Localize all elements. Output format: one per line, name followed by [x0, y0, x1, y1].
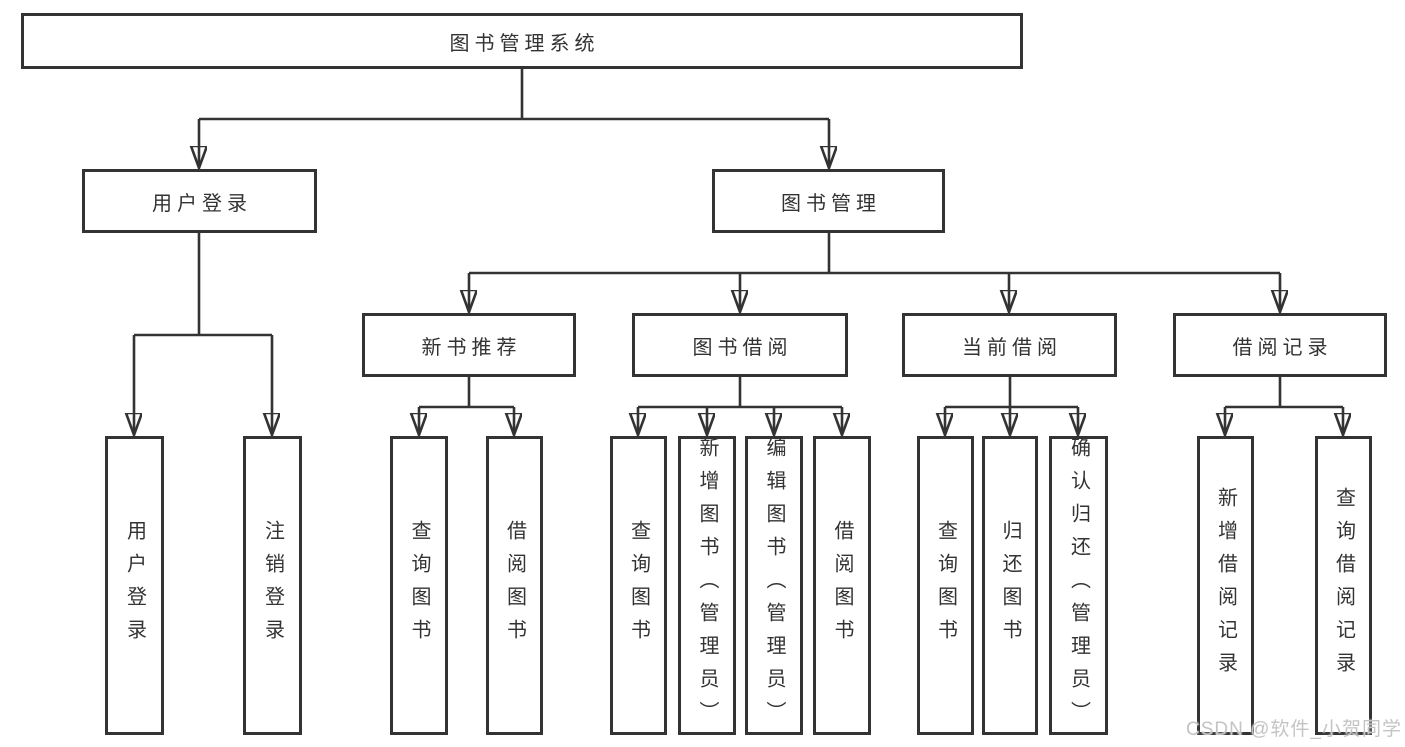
node-borrowing-records: 借阅记录: [1173, 313, 1387, 377]
leaf-confirm-return-admin: 确认归还（管理员）: [1049, 436, 1108, 735]
node-label: 编辑图书（管理员）: [763, 437, 785, 734]
node-label: 新增借阅记录: [1214, 486, 1237, 685]
node-label: 注销登录: [261, 519, 284, 652]
node-label: 用户登录: [123, 519, 146, 652]
node-label: 归还图书: [999, 519, 1021, 652]
leaf-query-books: 查询图书: [390, 436, 448, 735]
node-label: 借阅记录: [1232, 336, 1333, 359]
node-current-borrowing: 当前借阅: [902, 313, 1117, 377]
node-user-login: 用户登录: [82, 169, 317, 233]
leaf-query-borrow-record: 查询借阅记录: [1315, 436, 1372, 735]
edge-line: [1225, 377, 1343, 409]
edge-new-book-to-leaves: [419, 377, 514, 434]
node-label: 查询图书: [934, 519, 957, 652]
node-label: 新书推荐: [421, 336, 522, 359]
leaf-user-login: 用户登录: [105, 436, 164, 735]
edge-current-borrow-to-leaves: [945, 377, 1078, 434]
node-label: 查询图书: [408, 519, 430, 652]
edge-line: [199, 69, 829, 121]
leaf-borrow-books: 借阅图书: [486, 436, 543, 735]
edge-line: [469, 233, 1280, 275]
leaf-add-borrow-record: 新增借阅记录: [1197, 436, 1254, 735]
leaf-query-books: 查询图书: [610, 436, 667, 735]
edge-line: [638, 377, 842, 409]
node-label: 用户登录: [152, 192, 252, 215]
edge-book-management-to-level3: [469, 233, 1280, 311]
leaf-query-books: 查询图书: [917, 436, 974, 735]
edge-line: [945, 377, 1078, 409]
node-label: 图书借阅: [692, 336, 793, 359]
edge-line: [134, 233, 272, 337]
node-label: 查询图书: [627, 519, 650, 652]
node-label: 图书管理系统: [449, 32, 600, 55]
leaf-borrow-books: 借阅图书: [813, 436, 871, 735]
node-new-book-recommend: 新书推荐: [362, 313, 576, 377]
leaf-return-books: 归还图书: [982, 436, 1038, 735]
node-label: 图书管理: [781, 192, 881, 215]
node-book-management: 图书管理: [712, 169, 945, 233]
node-label: 借阅图书: [503, 519, 526, 652]
node-label: 新增图书（管理员）: [696, 437, 718, 734]
node-label: 确认归还（管理员）: [1067, 437, 1090, 734]
node-label: 查询借阅记录: [1332, 486, 1355, 685]
edge-user-login-to-leaves: [134, 233, 272, 434]
edge-line: [419, 377, 514, 409]
edge-root-to-level2: [199, 69, 829, 167]
csdn-watermark: CSDN @软件_小贺同学: [1186, 719, 1402, 740]
edge-borrow-record-to-leaves: [1225, 377, 1343, 434]
leaf-edit-books-admin: 编辑图书（管理员）: [745, 436, 803, 735]
leaf-logout: 注销登录: [243, 436, 302, 735]
leaf-add-books-admin: 新增图书（管理员）: [678, 436, 736, 735]
node-root-library-system: 图书管理系统: [21, 13, 1023, 69]
node-book-borrowing: 图书借阅: [632, 313, 848, 377]
edge-book-borrow-to-leaves: [638, 377, 842, 434]
node-label: 当前借阅: [962, 336, 1062, 359]
node-label: 借阅图书: [831, 519, 853, 652]
